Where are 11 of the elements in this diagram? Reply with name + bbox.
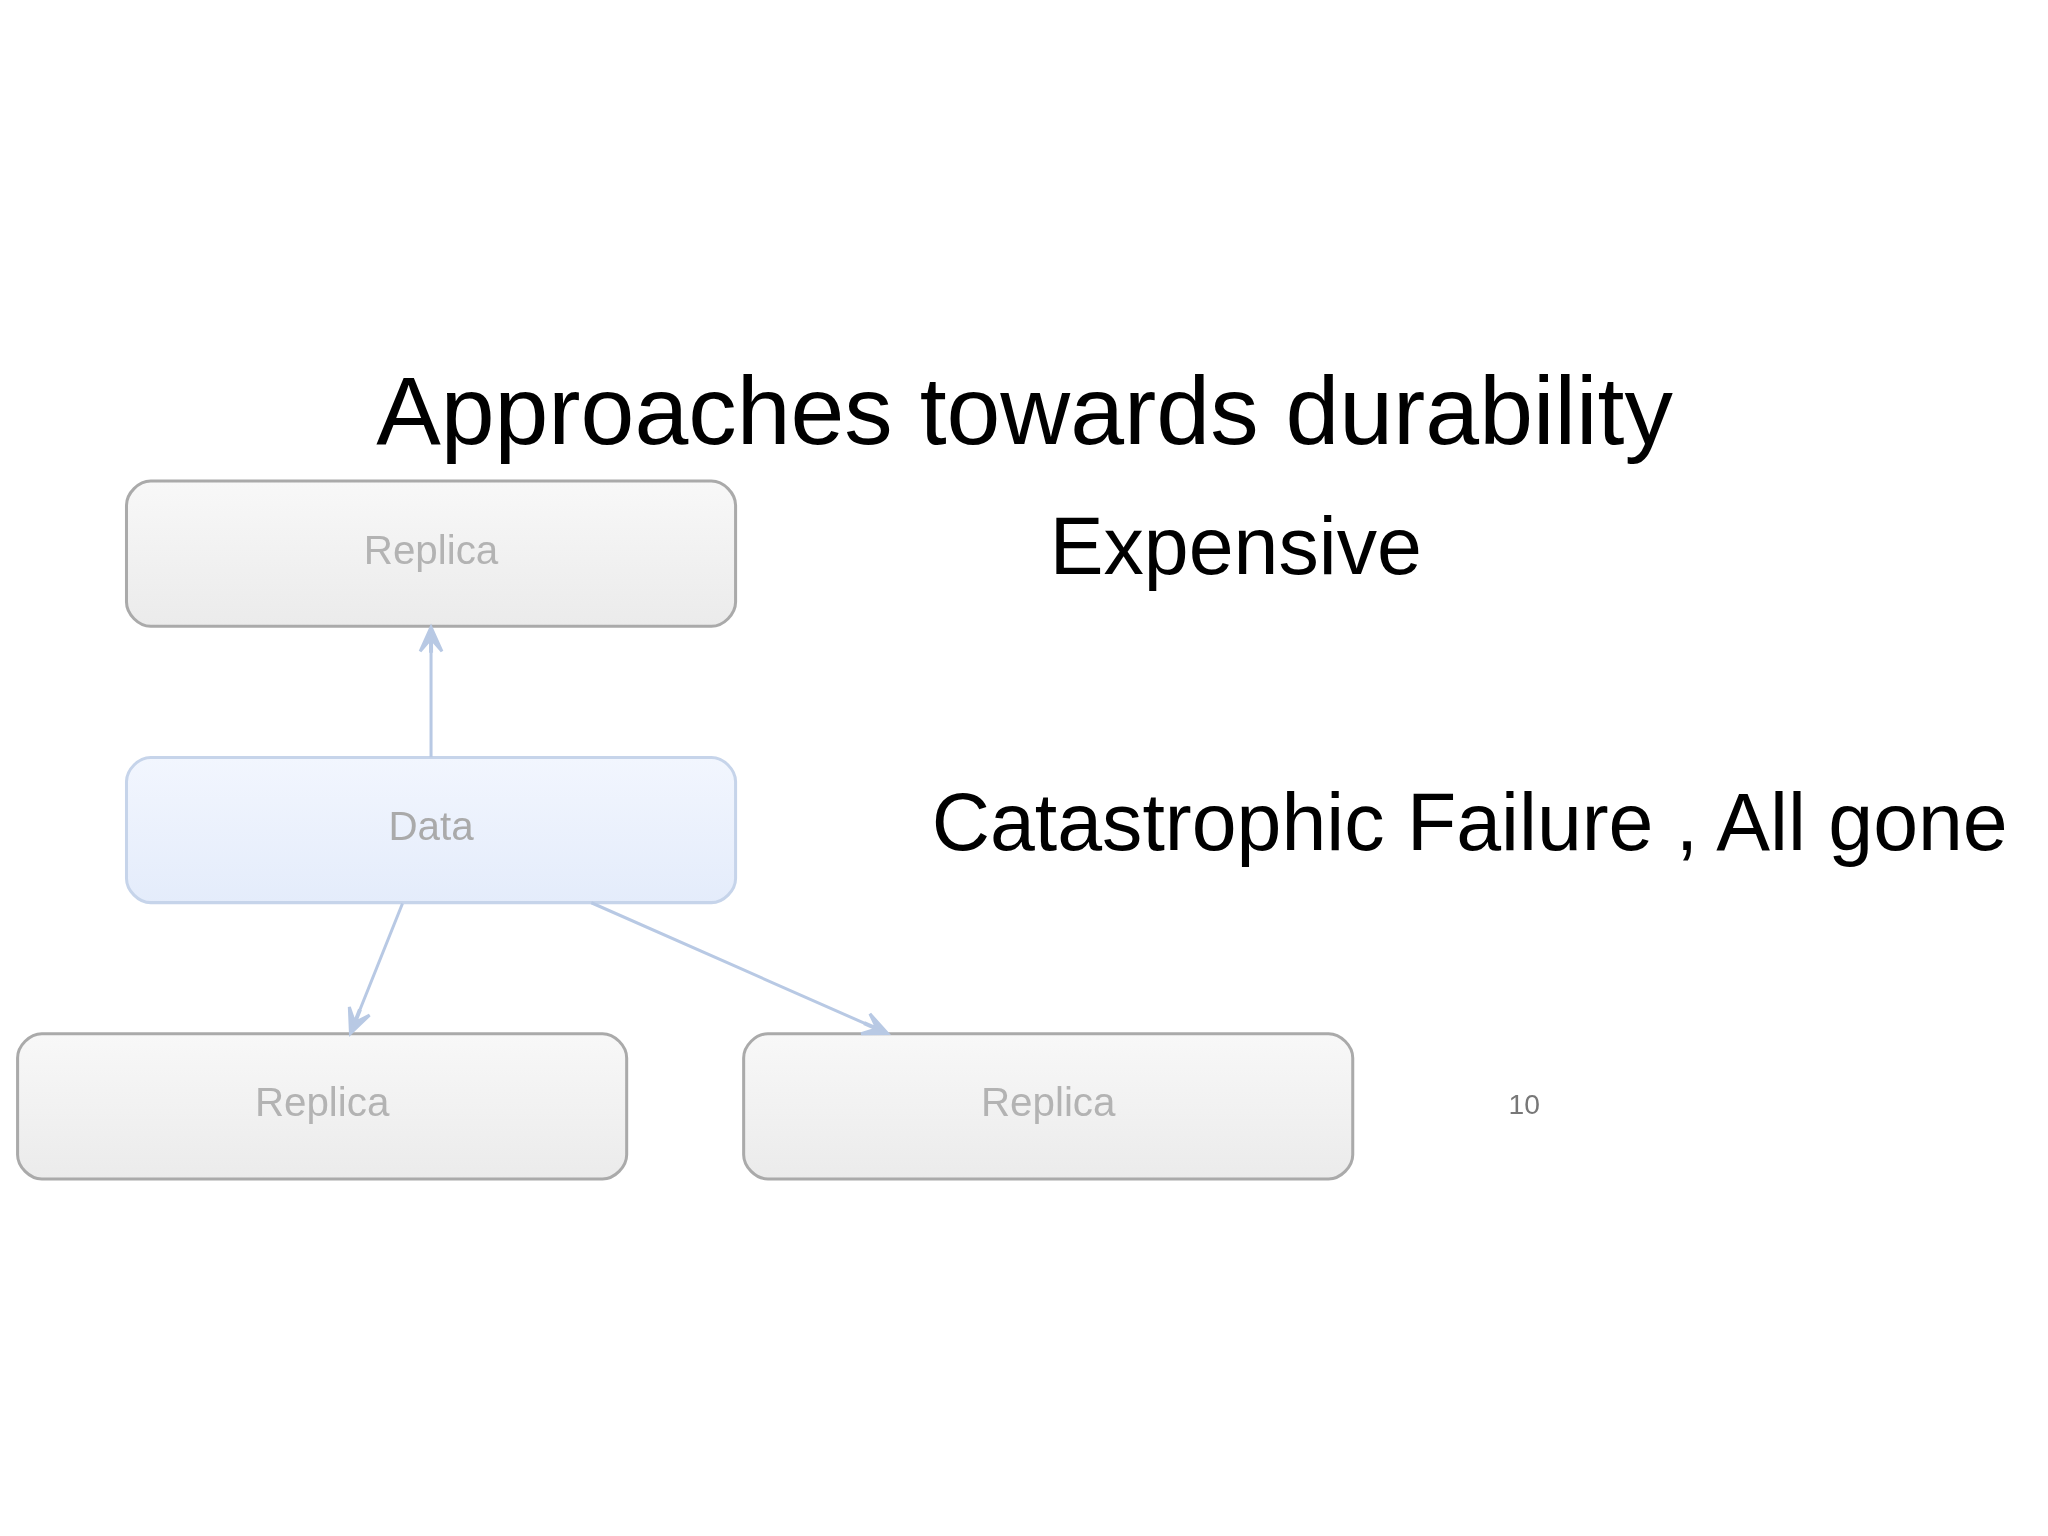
arrow: [590, 900, 889, 1035]
label: Expensive: [1049, 500, 1422, 591]
node-box: Replica: [15, 1031, 628, 1180]
arrow: [347, 902, 404, 1035]
arrow: [418, 625, 443, 757]
node-box: Replica: [741, 1031, 1354, 1180]
label: 10: [1507, 1087, 1540, 1120]
diagram-title: Approaches towards durability: [375, 355, 1673, 465]
node-box: Replica: [124, 479, 737, 628]
label: Catastrophic Failure , All gone: [931, 776, 2008, 867]
node-box: Data: [124, 755, 737, 904]
